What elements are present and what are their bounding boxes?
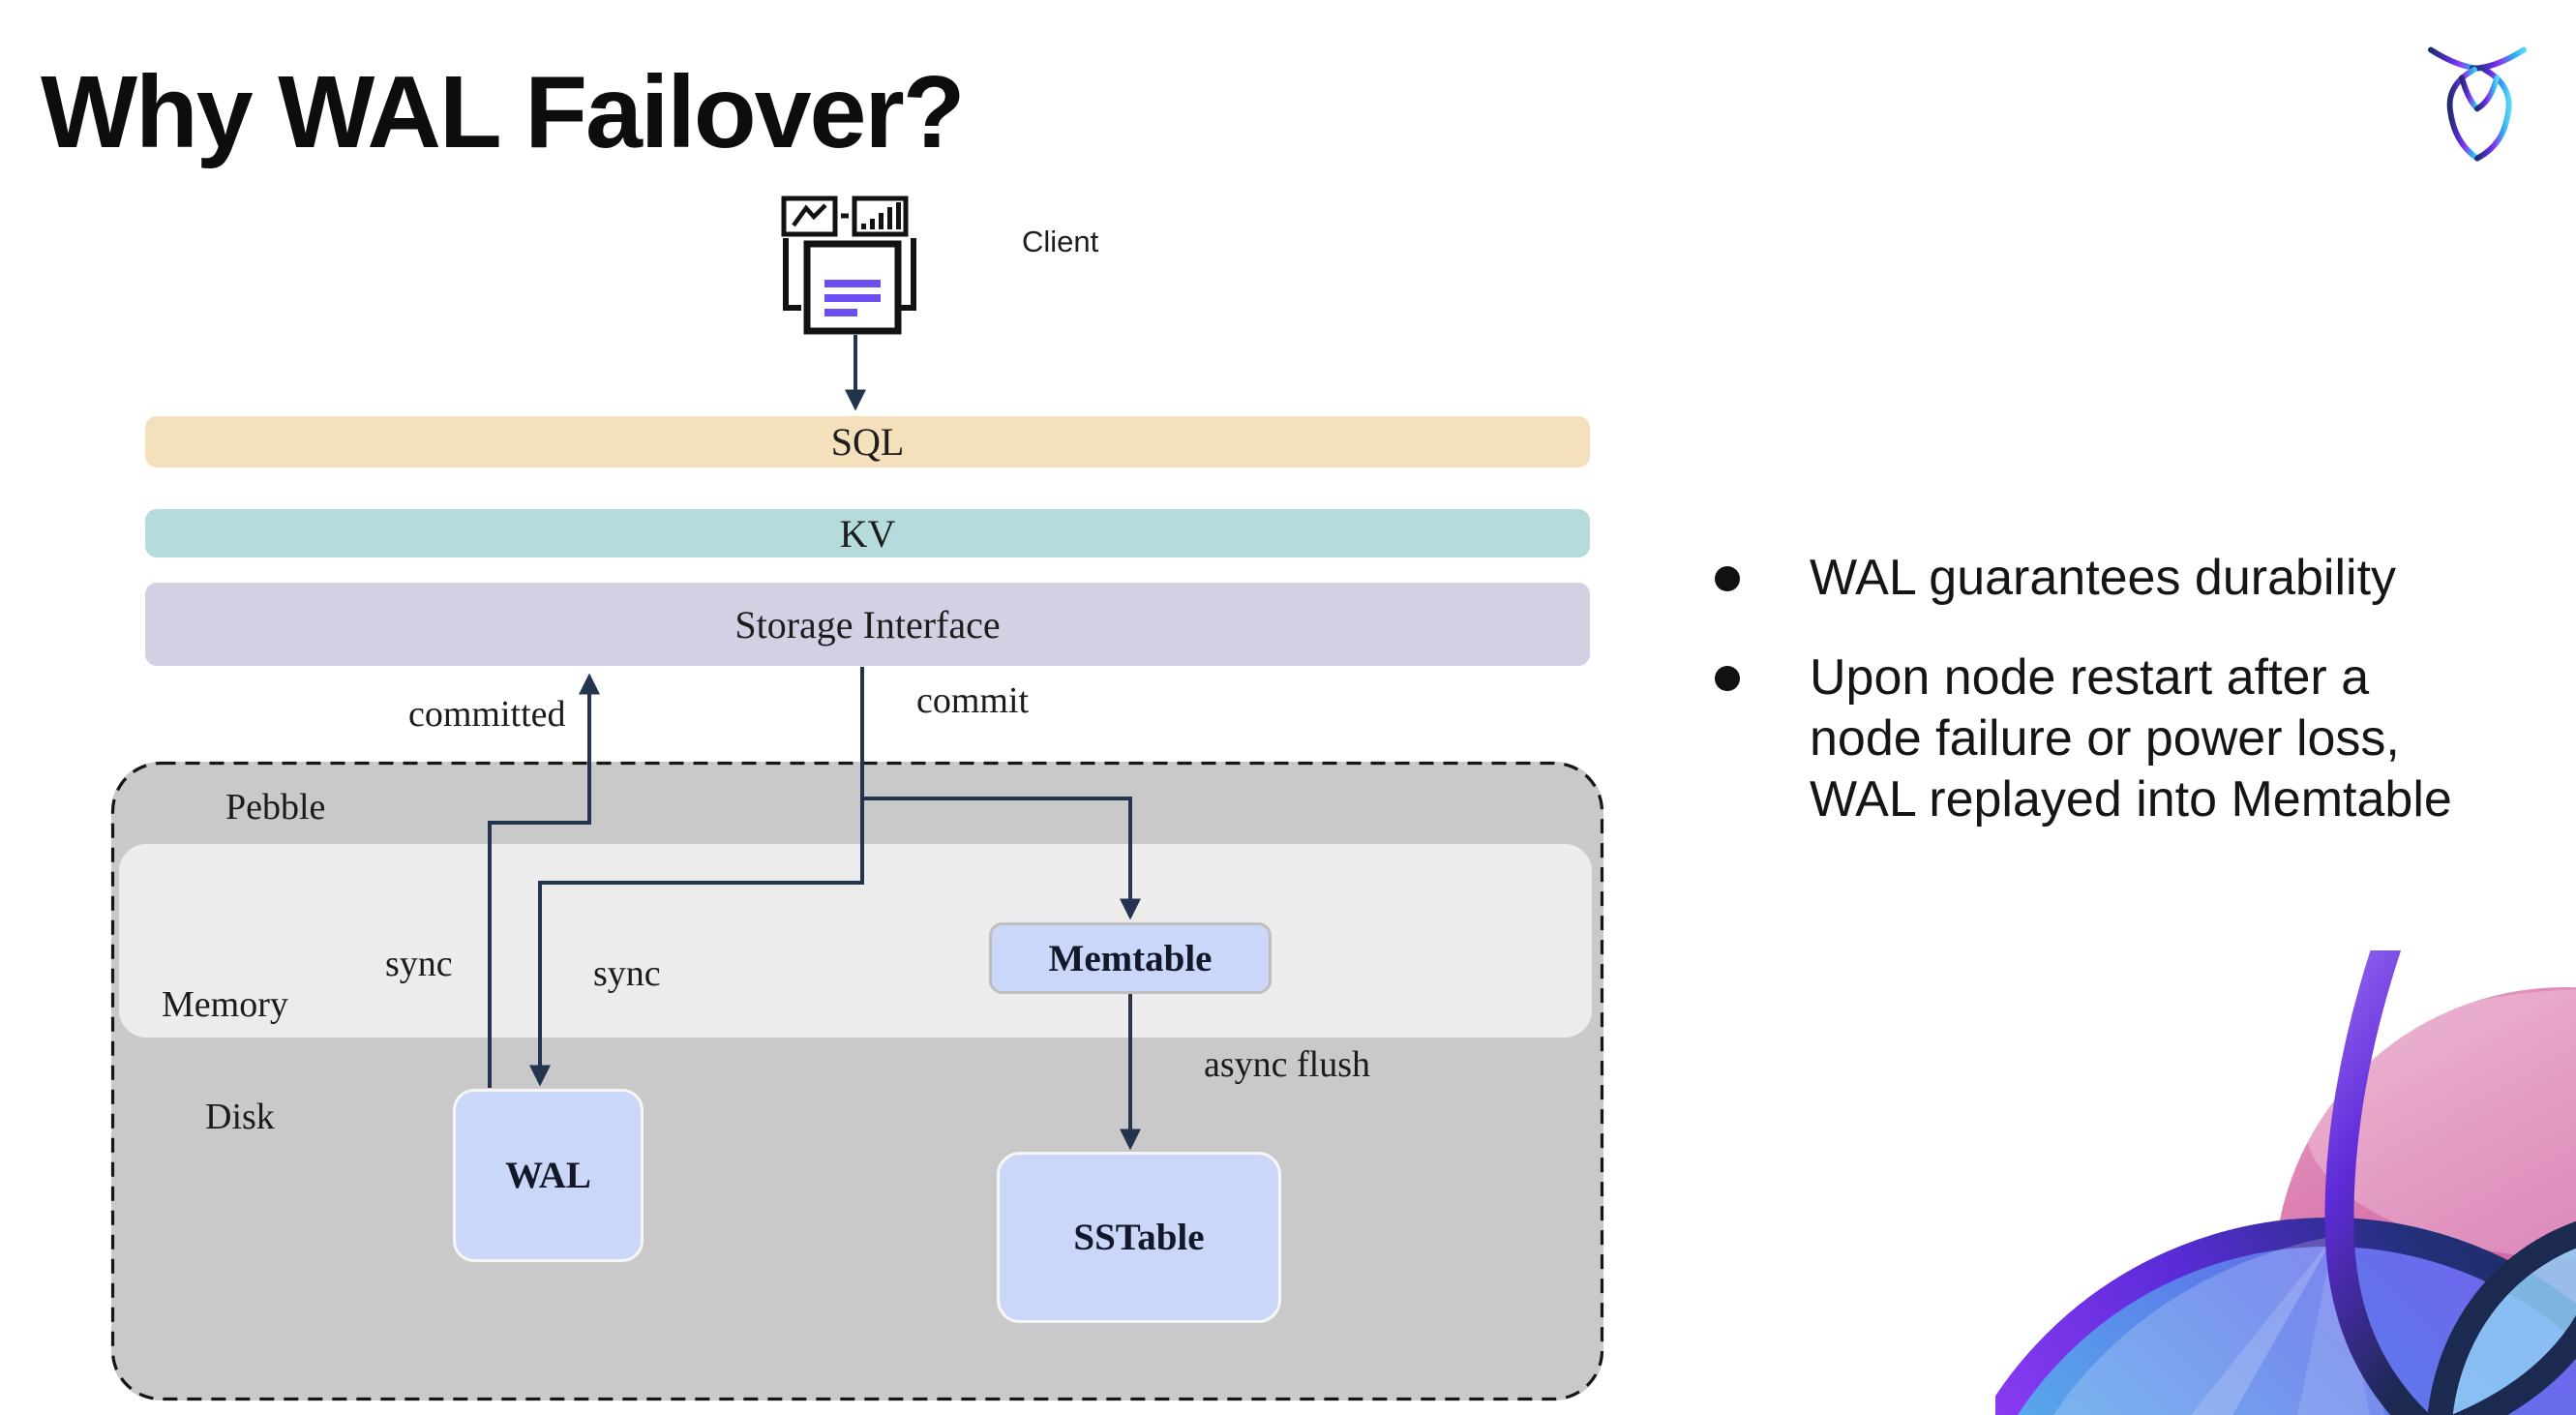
node-sstable: SSTable xyxy=(997,1152,1281,1323)
layer-storage-interface: Storage Interface xyxy=(145,583,1590,666)
memory-band xyxy=(119,844,1592,1038)
client-workload-icon xyxy=(781,196,916,335)
node-wal: WAL xyxy=(453,1089,644,1262)
list-item: Upon node restart after a node failure o… xyxy=(1715,647,2566,830)
edge-label-async-flush: async flush xyxy=(1204,1044,1371,1085)
layer-kv: KV xyxy=(145,509,1590,557)
edge-label-sync-up: sync xyxy=(385,944,453,984)
bullet-list: WAL guarantees durability Upon node rest… xyxy=(1715,548,2566,869)
node-memtable: Memtable xyxy=(989,922,1272,994)
bullet-dot-icon xyxy=(1715,666,1740,691)
layer-sql: SQL xyxy=(145,416,1590,467)
edge-label-commit: commit xyxy=(916,680,1030,721)
pebble-label: Pebble xyxy=(225,787,326,828)
memory-label: Memory xyxy=(162,984,288,1025)
bullet-text: WAL guarantees durability xyxy=(1810,550,2397,606)
bullet-text: Upon node restart after a node failure o… xyxy=(1810,649,2452,828)
document-lines-glyph xyxy=(824,280,881,316)
client-label: Client xyxy=(1022,225,1099,258)
node-sstable-label: SSTable xyxy=(1073,1217,1205,1258)
edge-label-sync-down: sync xyxy=(593,953,661,994)
edge-label-committed: committed xyxy=(408,694,566,735)
page-title: Why WAL Failover? xyxy=(41,55,965,169)
layer-storage-label: Storage Interface xyxy=(734,602,1001,647)
bar-chart-glyph xyxy=(861,202,901,229)
list-item: WAL guarantees durability xyxy=(1715,548,2566,609)
bullet-dot-icon xyxy=(1715,566,1740,591)
node-wal-label: WAL xyxy=(505,1155,591,1196)
cockroachdb-brand-graphic xyxy=(1995,950,2576,1415)
layer-kv-label: KV xyxy=(839,511,896,556)
disk-label: Disk xyxy=(205,1097,275,1137)
cockroachdb-logo-icon xyxy=(2428,46,2527,162)
node-memtable-label: Memtable xyxy=(1048,937,1213,979)
layer-sql-label: SQL xyxy=(830,420,905,464)
